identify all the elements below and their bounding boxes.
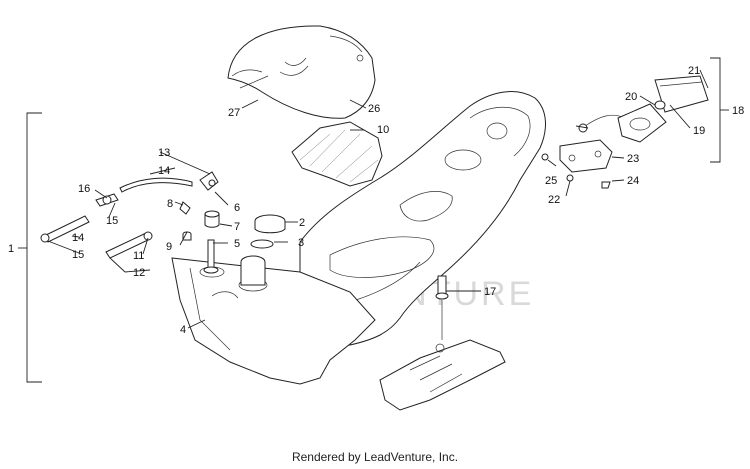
callout-19: 19 [693,125,705,137]
callout-10: 10 [377,124,389,136]
bulb [654,100,666,110]
callout-15-upper: 15 [106,215,118,227]
grommet-9 [182,231,192,241]
callout-16: 16 [78,183,90,195]
callout-24: 24 [627,175,639,187]
callout-23: 23 [627,153,639,165]
callout-1: 1 [8,243,14,255]
washer-22 [566,174,574,182]
fuel-line-lower [40,215,90,243]
callout-7: 7 [234,221,240,233]
seat-base [299,91,546,347]
fuel-tank [171,257,376,385]
screw-24 [601,181,611,189]
seat-strap [239,75,269,89]
callout-22: 22 [548,194,560,206]
callout-27: 27 [228,107,240,119]
callout-12: 12 [133,267,145,279]
callout-26: 26 [368,103,380,115]
callout-3: 3 [298,237,304,249]
taillight-housing [617,103,667,143]
fitting-6 [199,171,219,191]
fuel-line-upper [95,177,193,207]
callout-14-upper: 14 [158,165,170,177]
callout-15-lower: 15 [72,249,84,261]
taillight-bracket [559,139,613,173]
callout-11: 11 [133,250,144,262]
leader-lines [18,57,729,383]
footer-credit: Rendered by LeadVenture, Inc. [291,450,459,464]
callout-13: 13 [158,147,170,159]
fuel-line-12 [105,231,153,259]
callout-2: 2 [299,217,305,229]
callout-25: 25 [545,175,557,187]
callout-labels: 1 2 3 4 5 6 7 8 9 10 11 12 13 14 14 15 1… [8,65,744,336]
fuel-cap [254,214,286,234]
grommet-7 [204,210,220,228]
callout-8: 8 [167,198,173,210]
seat-cover [227,25,376,119]
callout-4: 4 [180,324,186,336]
fuel-pickup-tube [203,239,219,274]
callout-18: 18 [732,105,744,117]
callout-17: 17 [484,286,496,298]
fuel-filler-neck [240,255,266,286]
callout-6: 6 [234,202,240,214]
fitting-8 [179,201,191,215]
seat-foam-pad [291,121,383,187]
callout-20: 20 [625,91,637,103]
frame-section [379,339,506,411]
callout-14-lower: 14 [72,232,84,244]
nut-25 [541,153,549,161]
callout-5: 5 [234,238,240,250]
callout-21: 21 [688,65,700,77]
fastener-17 [435,275,449,300]
callout-9: 9 [166,241,172,253]
cap-gasket [250,239,274,249]
